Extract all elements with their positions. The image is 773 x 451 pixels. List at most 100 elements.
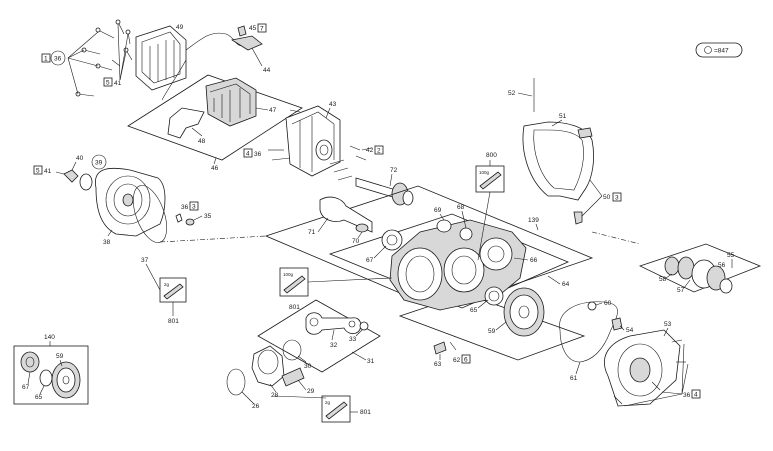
- clip-40: [63, 169, 79, 183]
- ref-box-3a: [612, 192, 622, 202]
- callout-65b: 65: [35, 394, 43, 401]
- gear-subassembly-55: 55 58 56 57: [638, 243, 762, 294]
- callout-41a: 41: [114, 80, 122, 87]
- callout-38: 38: [103, 239, 111, 246]
- callout-72: 72: [390, 167, 398, 174]
- ref-box-4a: [243, 148, 253, 158]
- pin-29: [281, 367, 305, 387]
- callout-circle-36a: [50, 50, 66, 66]
- ref-box-6: [461, 354, 471, 364]
- centerline-2: [591, 231, 641, 245]
- bushing-33: [359, 321, 369, 331]
- callout-ref-3b: 3: [192, 204, 196, 211]
- callout-41b: 41: [44, 168, 52, 175]
- callout-28: 28: [271, 392, 279, 399]
- callout-ref-2: 2: [377, 148, 381, 155]
- callout-800: 800: [486, 152, 497, 159]
- connector-part: [230, 35, 263, 51]
- gearbox-group: 100g 800 100g 801 71 70 69 68 139 67 66 …: [264, 152, 594, 368]
- callout-ref-4b: 4: [694, 392, 698, 399]
- callout-65a: 65: [470, 307, 478, 314]
- callout-40: 40: [76, 155, 84, 162]
- callout-67a: 67: [366, 257, 374, 264]
- callout-46: 46: [211, 165, 219, 172]
- callout-36d: 36: [683, 392, 691, 399]
- callout-54: 54: [626, 327, 634, 334]
- bearing-kit-140: 140 59 67 65: [13, 334, 89, 405]
- spindle-71: [319, 196, 373, 233]
- legend-box: =847: [695, 42, 743, 58]
- callout-55: 55: [727, 252, 735, 259]
- assembly-outline-139: [264, 185, 594, 311]
- callout-70: 70: [352, 238, 360, 245]
- callout-29: 29: [307, 388, 315, 395]
- shaft-gear-72: 72: [355, 167, 414, 206]
- screw-set-42: [268, 109, 373, 181]
- callout-49: 49: [176, 24, 184, 31]
- callout-47: 47: [269, 107, 277, 114]
- callout-36a: 36: [54, 56, 62, 63]
- piston-28: [251, 345, 285, 387]
- assembly-outline-55: [638, 243, 762, 293]
- callout-59a: 59: [488, 328, 496, 335]
- callout-30: 30: [304, 363, 312, 370]
- callout-801a: 801: [168, 318, 179, 325]
- grease-amount-2: 100g: [479, 170, 490, 175]
- motor-housing-part: [285, 105, 341, 177]
- connecting-rod-32: [305, 312, 362, 335]
- callout-57: 57: [677, 287, 685, 294]
- callout-43: 43: [329, 101, 337, 108]
- callout-62: 62: [453, 357, 461, 364]
- handle-group: 52 51 50 3: [508, 78, 622, 225]
- assembly-outline-31: [257, 299, 381, 373]
- bearing-67b: [20, 351, 40, 373]
- callout-26: 26: [252, 403, 260, 410]
- callout-139: 139: [528, 217, 539, 224]
- clip-63: [433, 341, 447, 355]
- callout-circle-39: [91, 154, 107, 170]
- callout-48: 48: [198, 138, 206, 145]
- callout-ref-3a: 3: [615, 195, 619, 202]
- callout-50: 50: [603, 194, 611, 201]
- bearing-67: [381, 229, 403, 251]
- o-ring-26: [226, 368, 246, 396]
- callout-140: 140: [44, 334, 55, 341]
- callout-71: 71: [308, 229, 316, 236]
- callout-ref-6: 6: [464, 357, 468, 364]
- callout-36b: 36: [254, 151, 262, 158]
- callout-56: 56: [718, 262, 726, 269]
- end-cover-group: 60 54 53 61 36 4: [559, 300, 701, 407]
- callout-32: 32: [330, 342, 338, 349]
- grease-amount-4: 2g: [325, 400, 331, 405]
- motor-group: 49 45 7 44 47 48 46 1 36 5 41 43 4 36 42…: [41, 19, 384, 181]
- centerline-1: [159, 235, 267, 243]
- bearing-65: [484, 286, 504, 306]
- ref-box-4b: [691, 389, 701, 399]
- callout-58: 58: [659, 276, 667, 283]
- grease-box-801c: [321, 395, 351, 423]
- callout-45: 45: [249, 25, 257, 32]
- callout-63: 63: [434, 361, 442, 368]
- handle-part: [522, 121, 594, 201]
- callout-44: 44: [263, 67, 271, 74]
- callout-ref-7: 7: [260, 26, 264, 33]
- seal-70: [355, 223, 369, 233]
- callout-66: 66: [530, 257, 538, 264]
- bearing-65b: [39, 369, 53, 387]
- callout-35: 35: [204, 213, 212, 220]
- seal-54: [611, 317, 623, 331]
- brush-holder-part: [167, 107, 205, 139]
- ring-68: [459, 227, 473, 241]
- ref-box-1a: [41, 53, 51, 63]
- ring-60: [587, 301, 597, 311]
- callout-67b: 67: [22, 384, 30, 391]
- callout-37: 37: [141, 257, 149, 264]
- callout-68: 68: [457, 204, 465, 211]
- ref-box-7: [257, 23, 267, 33]
- callout-42: 42: [366, 147, 374, 154]
- callout-801c: 801: [360, 409, 371, 416]
- gasket-61: [559, 301, 618, 363]
- ref-box-5a: [103, 77, 113, 87]
- circle-marker-icon: [704, 46, 712, 54]
- callout-69: 69: [434, 207, 442, 214]
